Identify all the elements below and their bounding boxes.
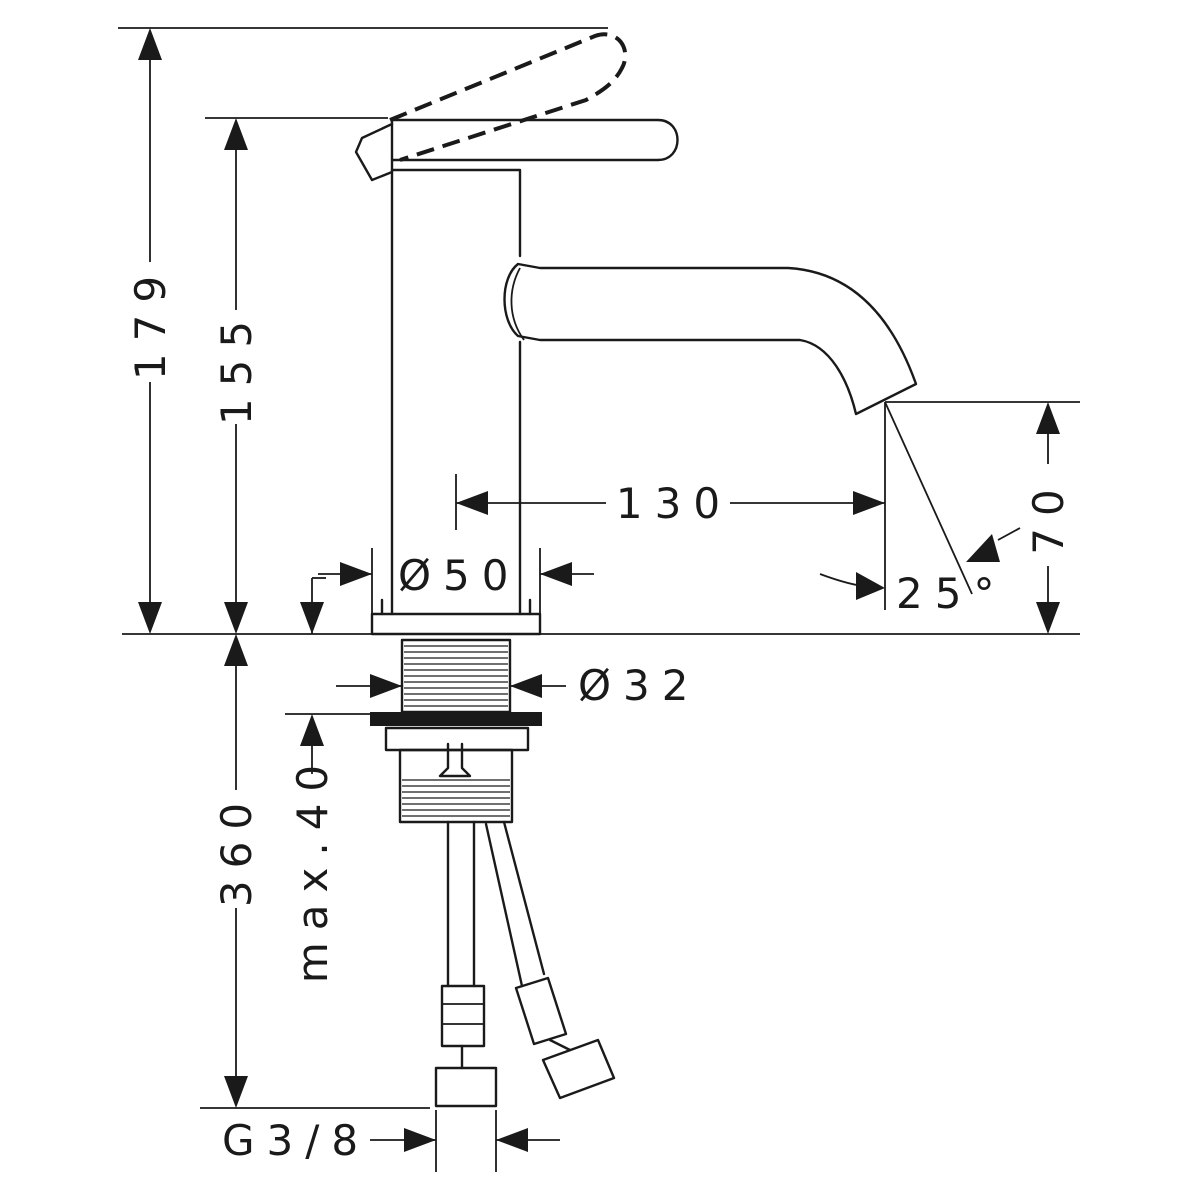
- spout: [503, 262, 918, 416]
- dim-max-deck: max.40: [288, 753, 337, 983]
- dim-below-deck: 360: [212, 791, 261, 907]
- hex-nut: [514, 976, 616, 1100]
- flexible-hoses: [434, 820, 616, 1108]
- lever-open-position: [389, 32, 628, 162]
- dim-shank-diameter: Ø32: [578, 661, 701, 710]
- base-flange: [370, 612, 542, 636]
- dim-connection-thread: G3/8: [222, 1116, 370, 1165]
- lever-hub: [354, 122, 394, 182]
- fixing-washer: [370, 712, 542, 726]
- dim-total-height: 179: [126, 264, 175, 380]
- dim-spout-reach: 130: [616, 479, 732, 528]
- dim-spout-clearance: 70: [1024, 477, 1073, 554]
- hex-nut: [434, 984, 498, 1108]
- dimension-lines: [138, 28, 1060, 1172]
- dim-spout-angle: 25°: [896, 569, 1006, 618]
- reference-lines: [118, 27, 1080, 1109]
- faucet-body: [354, 32, 918, 636]
- dimension-labels: 179 155 360 max.40 130 70 25° Ø50 Ø32 G3…: [126, 264, 1073, 1165]
- mounting-shank: [370, 638, 542, 824]
- dim-body-height: 155: [212, 309, 261, 425]
- dim-body-diameter: Ø50: [398, 551, 521, 600]
- lever-handle: [390, 118, 679, 162]
